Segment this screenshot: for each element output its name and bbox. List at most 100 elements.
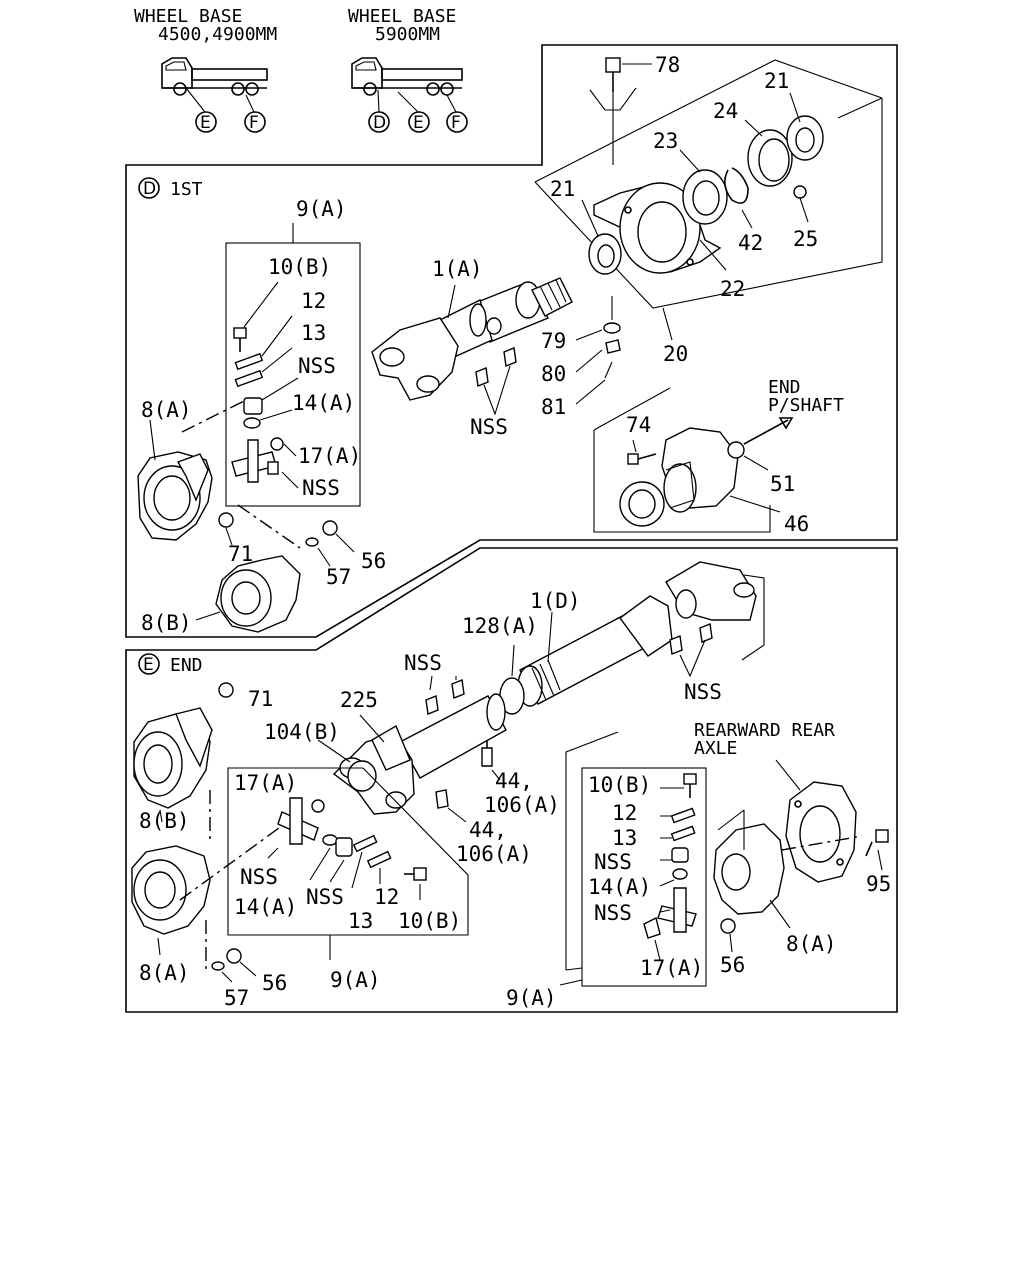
bearing-cup-nss	[243, 397, 263, 429]
propeller-shaft-1a	[371, 277, 573, 401]
label-r-56: 56	[720, 953, 745, 977]
label-e-nss-2: NSS	[684, 680, 722, 704]
label-e-225: 225	[340, 688, 378, 712]
label-r-14a: 14(A)	[588, 875, 651, 899]
bolt-10b	[233, 327, 247, 352]
washer-79	[603, 322, 621, 334]
bearing-cup-e	[335, 837, 353, 857]
label-1a: 1(A)	[432, 257, 483, 281]
truck-icon-a: E F	[161, 57, 268, 133]
bushing-104b	[347, 760, 377, 792]
label-20: 20	[663, 342, 688, 366]
wheelbase-b-line2: 5900MM	[375, 24, 440, 45]
label-78: 78	[655, 53, 680, 77]
label-axle: AXLE	[694, 738, 737, 759]
label-r-12: 12	[612, 801, 637, 825]
circle-e-label-a: E	[200, 113, 211, 133]
nut-80	[605, 339, 621, 354]
label-r-95: 95	[866, 872, 891, 896]
label-13: 13	[301, 321, 326, 345]
rear-axle-housing	[785, 781, 857, 883]
label-r-nss-2: NSS	[594, 901, 632, 925]
flange-yoke-8a	[137, 451, 213, 541]
label-17a: 17(A)	[298, 444, 361, 468]
label-e-13: 13	[348, 909, 373, 933]
label-e-44-a: 44,	[495, 769, 533, 793]
label-24: 24	[713, 99, 738, 123]
section-d-labels: 78 21 24 23 21 42 25 22 20 9(A) 10(B) 12…	[141, 53, 844, 635]
label-e-nss-1: NSS	[404, 651, 442, 675]
label-r-17a: 17(A)	[640, 956, 703, 980]
section-e-labels: 71 8(B) 128(A) 1(D) NSS NSS 225 104(B) 4…	[139, 589, 891, 1010]
section-e-title: END	[170, 655, 203, 676]
grease-fitting-25	[793, 185, 809, 223]
nut-56-right	[720, 918, 736, 934]
label-rearward-rear: REARWARD REAR	[694, 720, 835, 741]
flange-yoke-8b-e	[133, 707, 213, 809]
label-80: 80	[541, 362, 566, 386]
propeller-shaft-1d	[517, 561, 765, 707]
grease-fitting-44a	[481, 740, 493, 767]
bearing-23	[682, 169, 728, 225]
bolt-10b-e	[404, 867, 427, 881]
label-e-8a: 8(A)	[139, 961, 190, 985]
label-e-106a-b: 106(A)	[456, 842, 532, 866]
seal-14a-e	[322, 834, 338, 846]
grease-fitting-44b	[435, 789, 449, 809]
nut-56-e	[226, 948, 242, 964]
label-22: 22	[720, 277, 745, 301]
label-57: 57	[326, 565, 351, 589]
label-51: 51	[770, 472, 795, 496]
shaft-tube-225	[332, 693, 507, 815]
label-23: 23	[653, 129, 678, 153]
circle-f-label-a: F	[249, 113, 259, 133]
washer-57	[305, 537, 319, 547]
section-d-title: 1ST	[170, 179, 203, 200]
wheelbase-b-line1: WHEEL BASE	[348, 6, 456, 27]
nut-71	[218, 512, 234, 528]
label-74: 74	[626, 413, 651, 437]
cross-spider-e	[277, 797, 319, 845]
circle-d-label: D	[373, 113, 386, 133]
dust-flange-21-top	[786, 115, 824, 161]
label-25: 25	[793, 227, 818, 251]
kit-box-9a-e	[227, 767, 469, 936]
label-r-9a: 9(A)	[506, 986, 557, 1010]
nut-51	[727, 441, 745, 459]
label-42: 42	[738, 231, 763, 255]
end-yoke	[661, 427, 739, 513]
label-e-106a-a: 106(A)	[484, 793, 560, 817]
grease-fitting-17a-e	[311, 799, 325, 813]
label-e-104b: 104(B)	[264, 720, 340, 744]
label-46: 46	[784, 512, 809, 536]
flange-yoke-8a-e	[131, 845, 211, 935]
bolt-78	[589, 57, 652, 165]
label-12: 12	[301, 289, 326, 313]
label-e-44-b: 44,	[469, 818, 507, 842]
seal-24	[747, 129, 793, 187]
label-e-9a: 9(A)	[330, 968, 381, 992]
nut-56	[322, 520, 338, 536]
label-21-top: 21	[764, 69, 789, 93]
cross-spider	[231, 439, 279, 483]
circle-f-label-b: F	[451, 113, 461, 133]
label-e-14a: 14(A)	[234, 895, 297, 919]
bolt-95	[865, 829, 889, 857]
label-e-71: 71	[248, 687, 273, 711]
label-21-bottom: 21	[550, 177, 575, 201]
label-e-12: 12	[374, 885, 399, 909]
cross-spider-right	[657, 887, 697, 933]
section-d-1st: D 1ST	[125, 44, 898, 638]
label-nss-clips: NSS	[470, 415, 508, 439]
label-9a: 9(A)	[296, 197, 347, 221]
label-e-nss-4: NSS	[306, 885, 344, 909]
pin-81	[604, 361, 613, 379]
label-e-nss-3: NSS	[240, 865, 278, 889]
label-e-1d: 1(D)	[530, 589, 581, 613]
label-71: 71	[228, 542, 253, 566]
label-14a: 14(A)	[292, 391, 355, 415]
label-e-56: 56	[262, 971, 287, 995]
circle-e-label-b: E	[413, 113, 424, 133]
label-r-13: 13	[612, 826, 637, 850]
